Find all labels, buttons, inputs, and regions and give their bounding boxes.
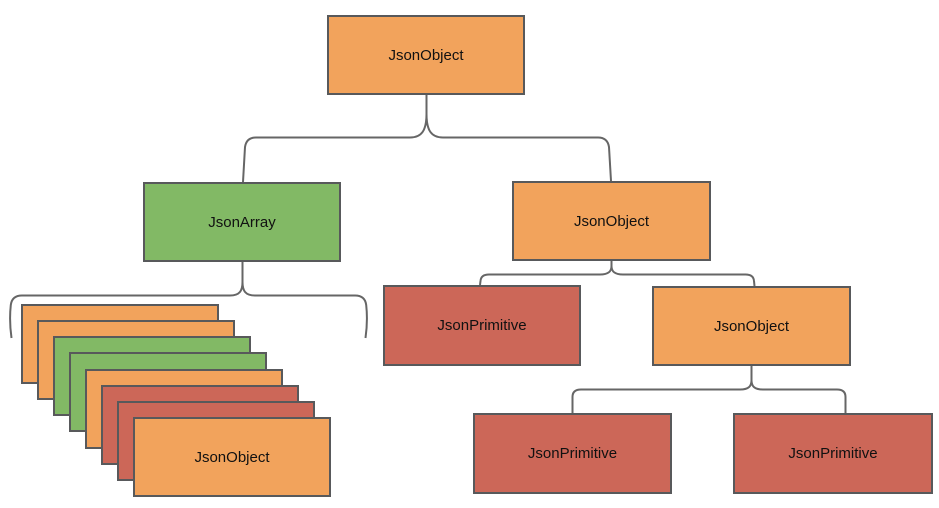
node-label: JsonObject <box>713 317 790 335</box>
node-json-primitive-level3[interactable]: JsonPrimitive <box>383 285 581 366</box>
node-label: JsonObject <box>388 46 464 64</box>
node-json-array[interactable]: JsonArray <box>143 182 341 262</box>
edge-root-children <box>242 95 612 183</box>
node-json-primitive-bottom-left[interactable]: JsonPrimitive <box>473 413 672 494</box>
node-json-object-level2[interactable]: JsonObject <box>512 181 711 261</box>
edge-objectl3-children <box>571 366 847 413</box>
stack-card-front[interactable]: JsonObject <box>133 417 331 497</box>
node-label: JsonPrimitive <box>527 445 618 462</box>
node-label: JsonObject <box>573 212 650 230</box>
edge-objectl2-children <box>479 260 756 287</box>
node-label: JsonPrimitive <box>437 317 527 334</box>
node-label: JsonPrimitive <box>788 445 878 462</box>
node-label: JsonArray <box>208 213 276 231</box>
node-json-object-root[interactable]: JsonObject <box>327 15 525 95</box>
node-json-object-level3[interactable]: JsonObject <box>652 286 851 366</box>
stack-card-label: JsonObject <box>194 448 270 466</box>
node-json-primitive-bottom-right[interactable]: JsonPrimitive <box>733 413 933 494</box>
